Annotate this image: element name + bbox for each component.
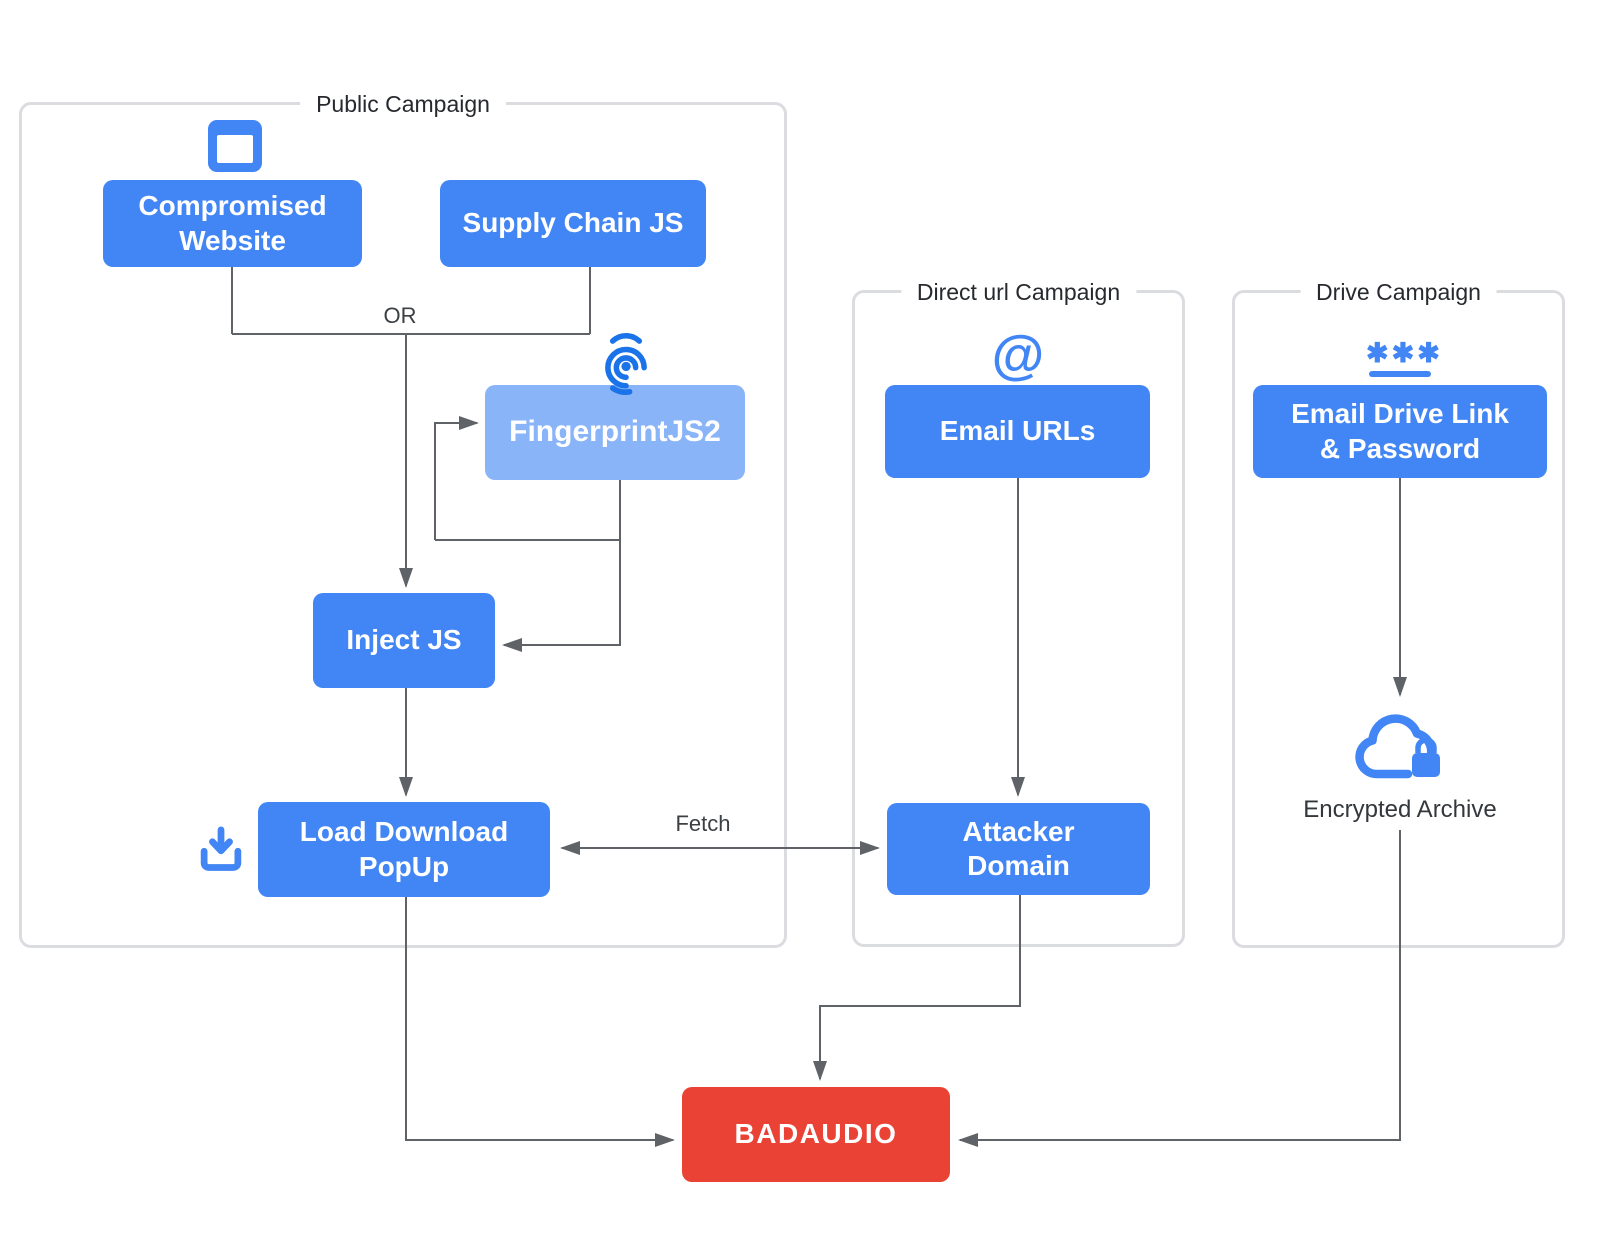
edge-archive-to-badaudio xyxy=(958,830,1401,1147)
fingerprint-icon xyxy=(597,330,655,398)
group-public-campaign-title: Public Campaign xyxy=(300,89,506,119)
node-badaudio: BADAUDIO xyxy=(682,1087,950,1182)
fetch-label: Fetch xyxy=(669,811,737,837)
node-supply-chain-js: Supply Chain JS xyxy=(440,180,706,267)
edge-attacker-to-badaudio xyxy=(813,895,1021,1081)
group-public-campaign: Public Campaign xyxy=(19,89,787,948)
group-direct-url-campaign-title: Direct url Campaign xyxy=(900,277,1137,307)
browser-window-icon xyxy=(208,120,262,172)
edge-popup-to-badaudio xyxy=(405,897,675,1147)
edge-fingerprint-to-inject xyxy=(502,480,621,652)
cloud-lock-icon xyxy=(1348,700,1452,792)
group-drive-campaign: Drive Campaign xyxy=(1232,277,1565,948)
at-icon: @ xyxy=(990,325,1046,385)
node-inject-js: Inject JS xyxy=(313,593,495,688)
group-drive-campaign-title: Drive Campaign xyxy=(1300,277,1497,307)
node-attacker-domain: Attacker Domain xyxy=(887,803,1150,895)
node-email-drive-link-password: Email Drive Link & Password xyxy=(1253,385,1547,478)
edge-loop-to-fingerprint xyxy=(434,416,479,540)
password-glyph: ✱✱✱ xyxy=(1366,338,1443,368)
password-underline xyxy=(1369,371,1431,377)
password-asterisks-icon: ✱✱✱ xyxy=(1366,338,1443,377)
node-load-download-popup: Load Download PopUp xyxy=(258,802,550,897)
or-label: OR xyxy=(377,303,423,329)
group-direct-url-campaign: Direct url Campaign xyxy=(852,277,1185,947)
download-icon xyxy=(194,820,248,878)
at-glyph: @ xyxy=(991,325,1045,385)
encrypted-archive-label: Encrypted Archive xyxy=(1303,796,1497,823)
node-fingerprintjs2: FingerprintJS2 xyxy=(485,385,745,480)
node-email-urls: Email URLs xyxy=(885,385,1150,478)
node-compromised-website: Compromised Website xyxy=(103,180,362,267)
